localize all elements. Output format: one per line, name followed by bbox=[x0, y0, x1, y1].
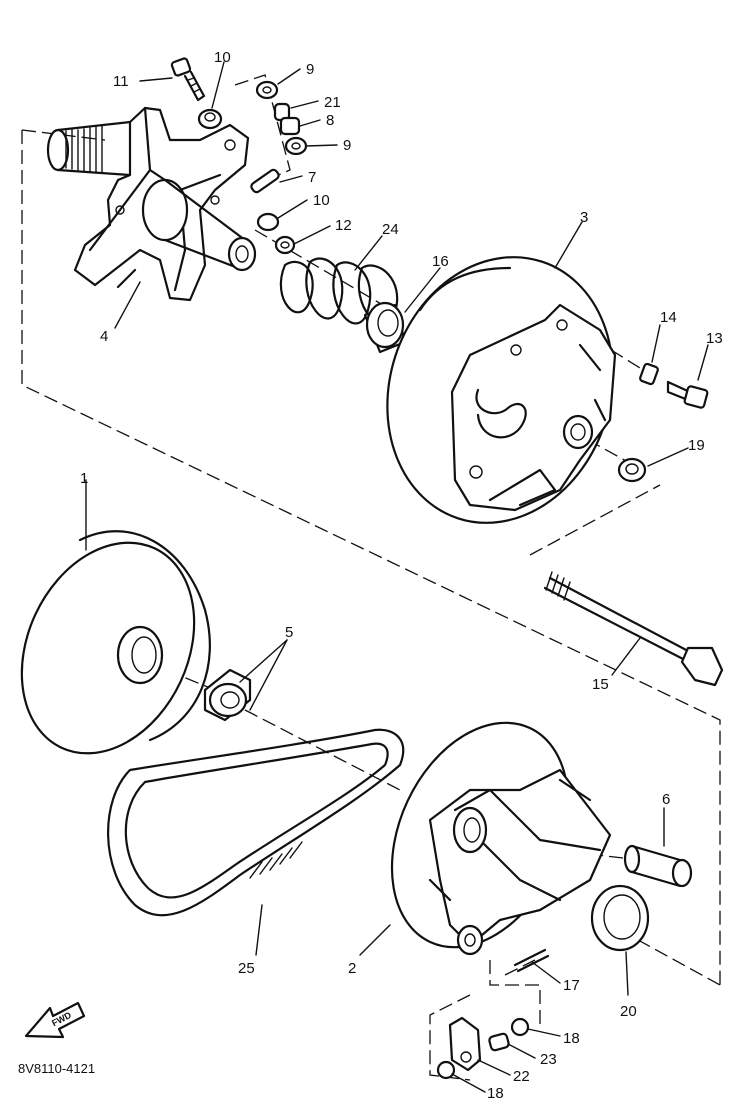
label-part-25: 25 bbox=[238, 960, 255, 977]
label-part-17: 17 bbox=[563, 977, 580, 994]
forward-direction-arrow: FWD bbox=[24, 1001, 86, 1039]
label-part-7: 7 bbox=[308, 169, 316, 186]
washer-part-18-lower bbox=[436, 1060, 456, 1080]
leader-lines bbox=[85, 61, 709, 1093]
diagram-code: 8V8110-4121 bbox=[18, 1061, 95, 1076]
label-part-1: 1 bbox=[80, 470, 88, 487]
seal-part-20 bbox=[590, 884, 650, 952]
nut-part-12 bbox=[274, 235, 296, 255]
label-part-18-lower: 18 bbox=[487, 1085, 504, 1102]
spring-seat-part-16 bbox=[363, 301, 407, 354]
pin-part-7 bbox=[250, 168, 280, 194]
label-part-9-lower: 9 bbox=[343, 137, 351, 154]
bushing-part-10-upper bbox=[197, 108, 223, 130]
washer-part-9-lower bbox=[284, 136, 308, 156]
bushing-part-5 bbox=[203, 668, 252, 722]
label-part-5: 5 bbox=[285, 624, 293, 641]
washer-part-14 bbox=[639, 362, 659, 386]
assembly-guide-lines bbox=[21, 74, 721, 1081]
pin-part-8 bbox=[279, 116, 301, 136]
label-part-4: 4 bbox=[100, 328, 108, 345]
label-part-12: 12 bbox=[335, 217, 352, 234]
washer-part-9-upper bbox=[255, 80, 279, 100]
label-part-3: 3 bbox=[580, 209, 588, 226]
label-part-20: 20 bbox=[620, 1003, 637, 1020]
washer-part-18-upper bbox=[510, 1017, 530, 1037]
label-part-11: 11 bbox=[113, 73, 129, 90]
label-part-16: 16 bbox=[432, 253, 449, 270]
label-part-9-upper: 9 bbox=[306, 61, 314, 78]
roller-part-23 bbox=[488, 1032, 510, 1052]
fixed-sheave-part-1 bbox=[20, 530, 211, 755]
label-part-23: 23 bbox=[540, 1051, 557, 1068]
label-part-14: 14 bbox=[660, 309, 677, 326]
pin-part-17 bbox=[513, 948, 550, 973]
label-part-2: 2 bbox=[348, 960, 356, 977]
v-belt-part-25 bbox=[107, 728, 405, 917]
bolt-part-13 bbox=[666, 380, 709, 409]
label-part-10-lower: 10 bbox=[313, 192, 330, 209]
sleeve-part-6 bbox=[623, 844, 693, 888]
label-part-18-upper: 18 bbox=[563, 1030, 580, 1047]
label-part-19: 19 bbox=[688, 437, 705, 454]
part-number-labels: 11 10 9 21 8 9 7 10 12 24 16 3 4 14 13 1… bbox=[80, 49, 723, 1102]
spider-assembly-part-4 bbox=[46, 106, 257, 302]
cover-part-3 bbox=[386, 256, 617, 524]
bolt-part-15 bbox=[543, 571, 724, 687]
label-part-10-upper: 10 bbox=[214, 49, 231, 66]
bolt-part-11 bbox=[170, 57, 206, 102]
weight-arm-part-22 bbox=[448, 1016, 482, 1072]
label-part-15: 15 bbox=[592, 676, 609, 693]
label-part-21: 21 bbox=[324, 94, 341, 111]
label-part-8: 8 bbox=[326, 112, 334, 129]
label-part-6: 6 bbox=[662, 791, 670, 808]
washer-part-19 bbox=[617, 457, 647, 483]
label-part-22: 22 bbox=[513, 1068, 530, 1085]
movable-sheave-part-2 bbox=[390, 721, 612, 956]
bushing-part-10-lower bbox=[256, 212, 280, 232]
label-part-13: 13 bbox=[706, 330, 723, 347]
label-part-24: 24 bbox=[382, 221, 399, 238]
